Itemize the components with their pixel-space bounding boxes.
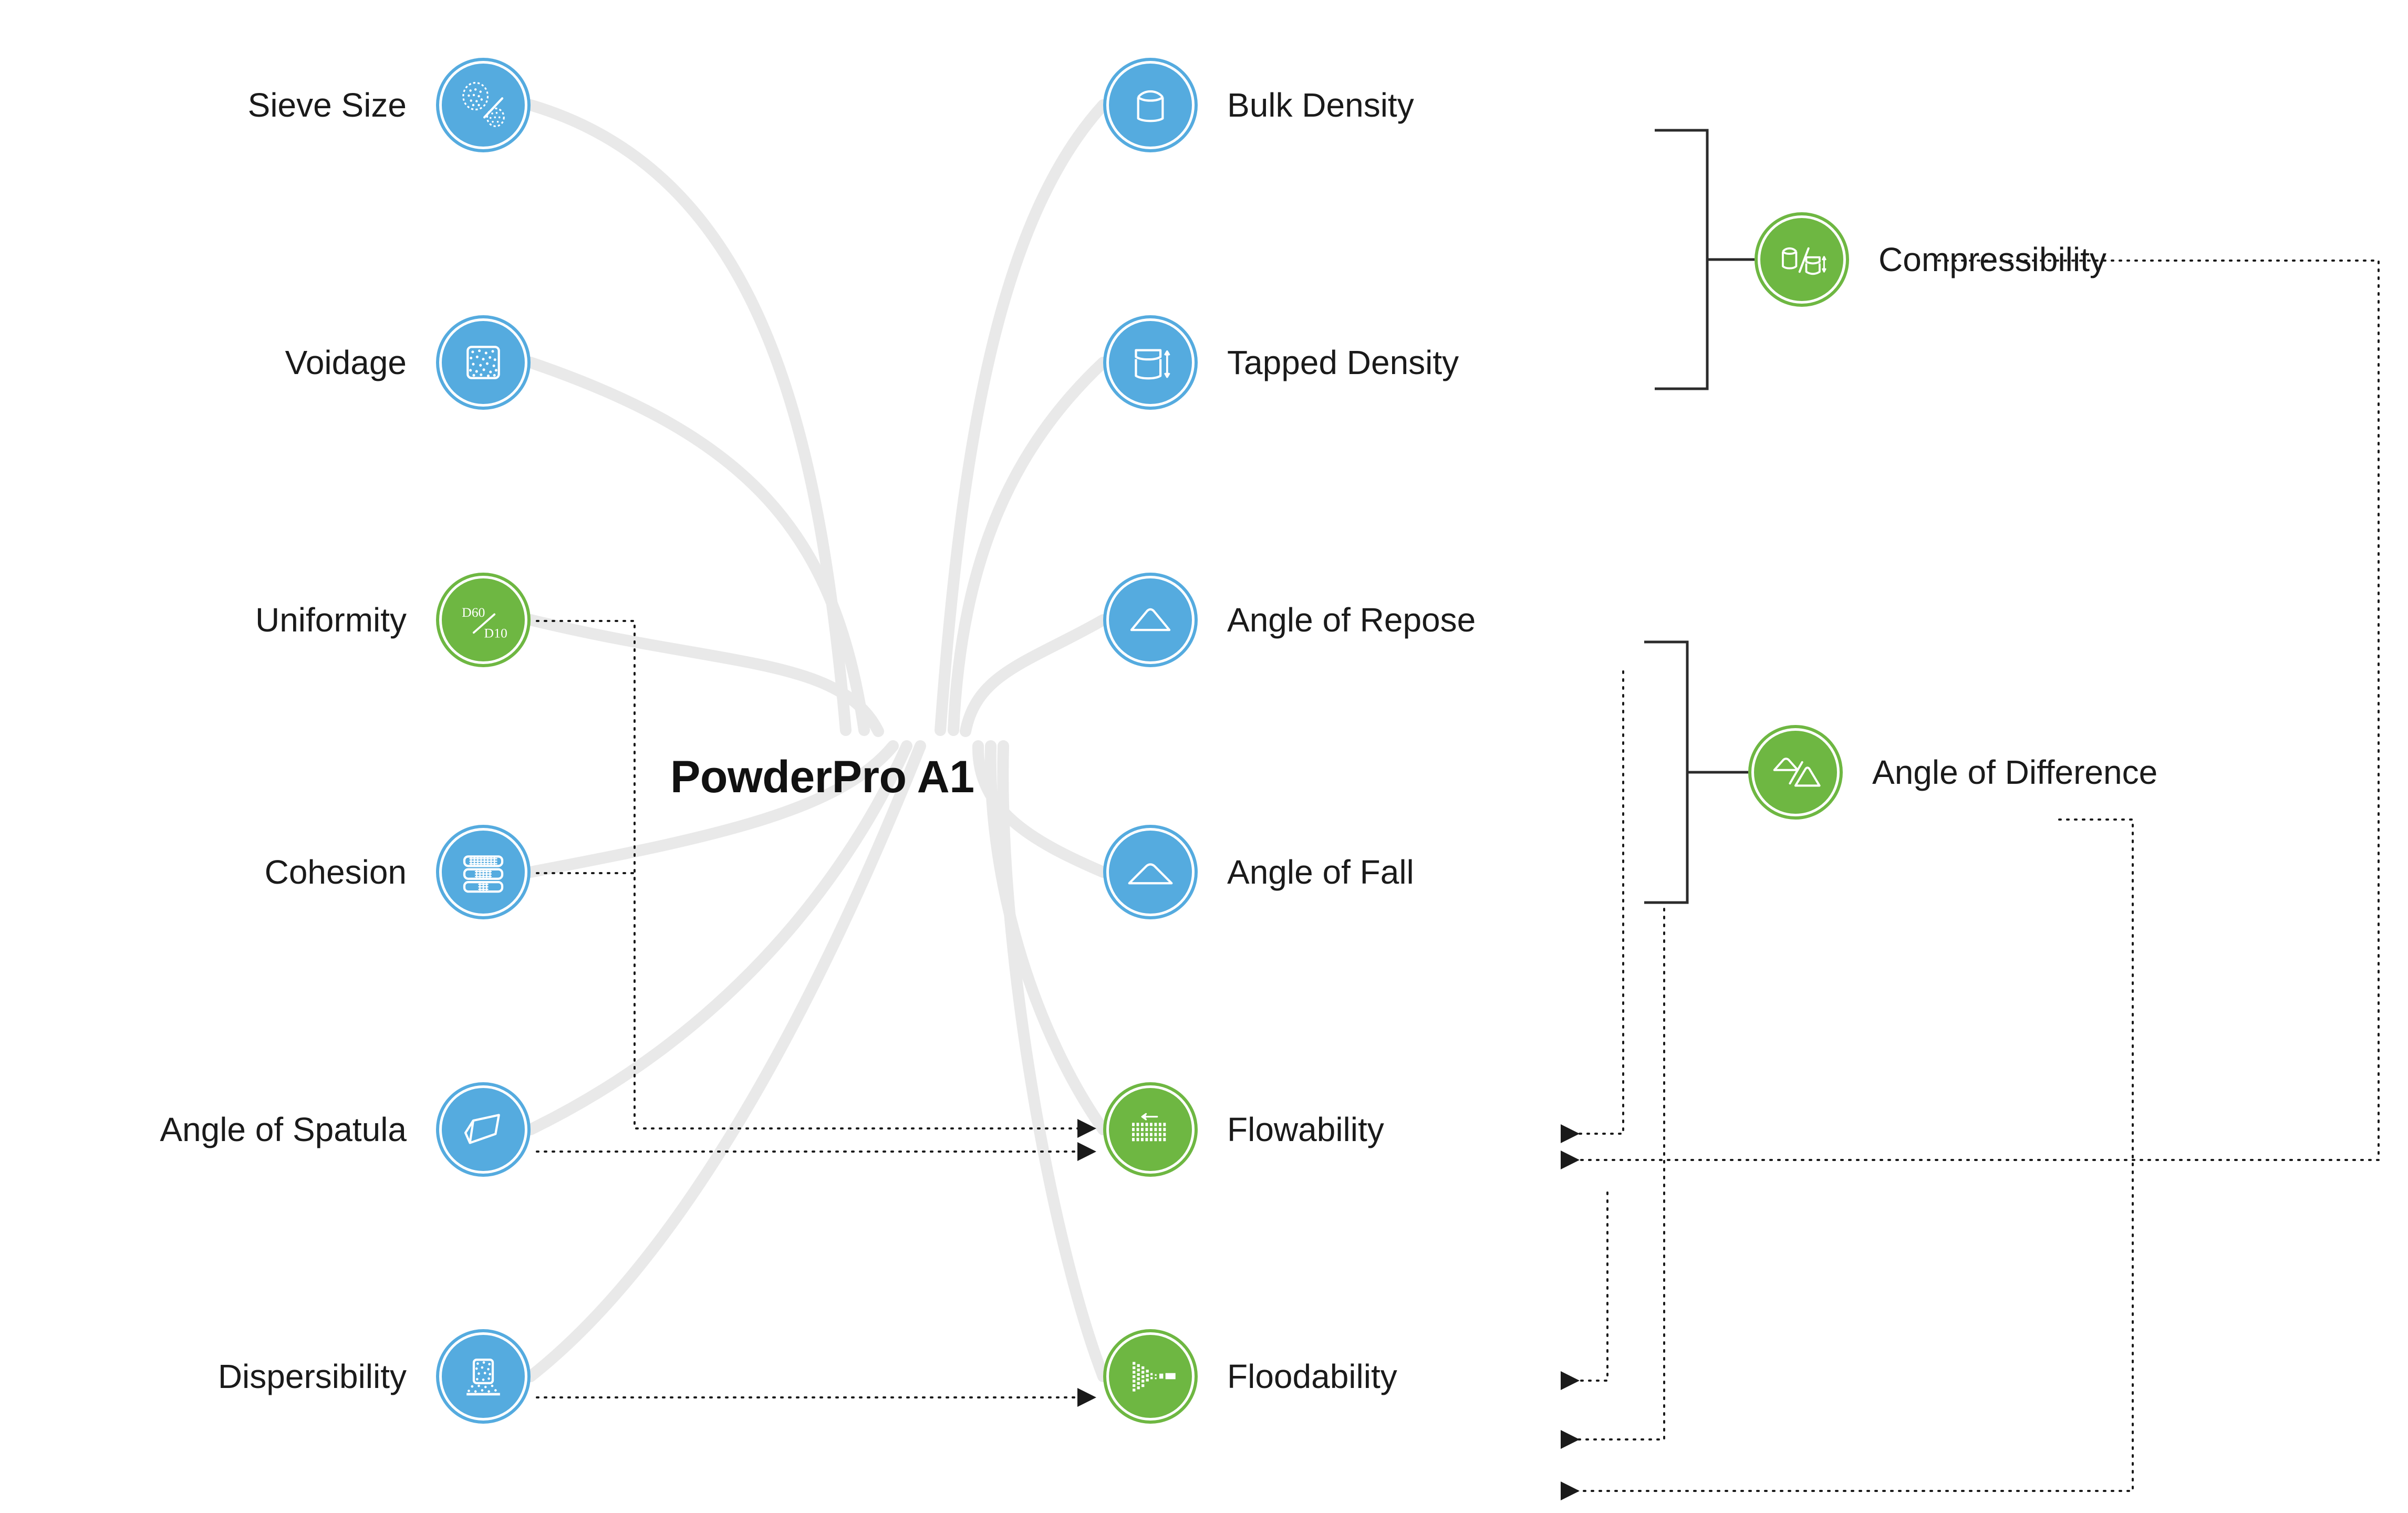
node-label: Cohesion <box>264 853 407 891</box>
heaped-cylinder-icon <box>1103 58 1198 152</box>
angle-difference-bracket <box>1644 640 1748 904</box>
node-label: Dispersibility <box>217 1357 407 1395</box>
falling-powder-icon <box>436 1329 531 1424</box>
node-uniformity[interactable]: Uniformity D60 D10 <box>0 573 531 667</box>
node-angle-of-difference[interactable]: Angle of Difference <box>1748 725 2157 820</box>
node-label: Voidage <box>285 344 407 381</box>
speckled-square-icon <box>436 315 531 410</box>
flood-spray-icon <box>1103 1329 1198 1424</box>
d60-over-d10-ratio-icon: D60 D10 <box>436 573 531 667</box>
node-label: Compressibility <box>1878 241 2106 278</box>
node-label: Floodability <box>1227 1357 1397 1395</box>
node-label: Angle of Fall <box>1227 853 1414 891</box>
ratio-denominator: D10 <box>484 625 507 640</box>
node-dispersibility[interactable]: Dispersibility <box>0 1329 531 1424</box>
sieve-particles-icon <box>436 58 531 152</box>
node-bulk-density[interactable]: Bulk Density <box>1103 58 1414 152</box>
node-angle-of-spatula[interactable]: Angle of Spatula <box>0 1082 531 1177</box>
spatula-icon <box>436 1082 531 1177</box>
repose-over-fall-ratio-icon <box>1748 725 1843 820</box>
node-compressibility[interactable]: Compressibility <box>1755 212 2106 307</box>
fall-cone-icon <box>1103 825 1198 919</box>
node-voidage[interactable]: Voidage <box>0 315 531 410</box>
flowability-left-feeds <box>536 620 1096 1407</box>
node-flowability[interactable]: Flowability <box>1103 1082 1384 1177</box>
node-label: Sieve Size <box>247 86 407 124</box>
node-label: Uniformity <box>255 601 407 639</box>
tapped-cylinder-arrow-icon <box>1103 315 1198 410</box>
node-label: Angle of Spatula <box>160 1111 407 1148</box>
floodability-feeds <box>1561 818 2134 1500</box>
node-sieve-size[interactable]: Sieve Size <box>0 58 531 152</box>
repose-cone-icon <box>1103 573 1198 667</box>
ratio-numerator: D60 <box>462 605 485 620</box>
node-label: Tapped Density <box>1227 344 1459 381</box>
node-angle-of-fall[interactable]: Angle of Fall <box>1103 825 1414 919</box>
node-angle-of-repose[interactable]: Angle of Repose <box>1103 573 1476 667</box>
node-label: Angle of Repose <box>1227 601 1476 639</box>
flow-grid-arrow-icon <box>1103 1082 1198 1177</box>
node-label: Bulk Density <box>1227 86 1414 124</box>
flowability-right-feeds <box>1561 260 2380 1194</box>
node-floodability[interactable]: Floodability <box>1103 1329 1397 1424</box>
node-label: Angle of Difference <box>1872 753 2158 791</box>
bulk-over-tapped-ratio-icon <box>1755 212 1849 307</box>
node-label: Flowability <box>1227 1111 1384 1148</box>
node-tapped-density[interactable]: Tapped Density <box>1103 315 1459 410</box>
compressibility-bracket <box>1655 129 1755 390</box>
stacked-sieve-trays-icon <box>436 825 531 919</box>
node-cohesion[interactable]: Cohesion <box>0 825 531 919</box>
page-title: PowderPro A1 <box>670 752 974 802</box>
hub-ribbons <box>525 99 1109 1382</box>
